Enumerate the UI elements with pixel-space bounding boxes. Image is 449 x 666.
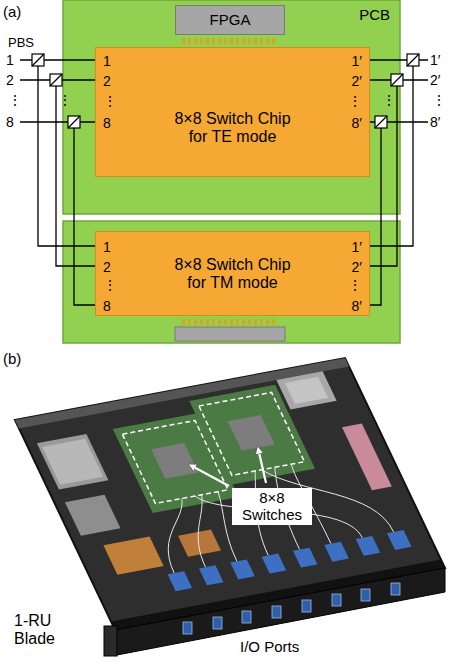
fpga-label: FPGA — [210, 11, 251, 28]
pcb-board-shape — [63, 221, 400, 343]
port-number: 8′ — [352, 298, 362, 314]
ellipsis: ⋮ — [432, 92, 446, 108]
callout-label: 1-RU Blade — [14, 612, 74, 649]
port-number: 2′ — [352, 73, 362, 89]
gold-pins — [182, 319, 275, 325]
rack-ear — [104, 626, 117, 656]
port-number: 1′ — [430, 52, 440, 68]
pcb-board-shape — [63, 0, 400, 214]
port-number: 1′ — [352, 239, 362, 255]
port-number: ⋮ — [103, 93, 117, 109]
chip-title: 8×8 Switch Chip for TM mode — [164, 256, 301, 293]
switch-chip: 8×8 Switch Chip for TE mode 1 2 ⋮ 8 1′ 2′ ⋮ 8′ — [95, 47, 370, 177]
front-panel — [115, 568, 445, 655]
port-number: 8′ — [352, 115, 362, 131]
panel-label: (b) — [3, 350, 21, 367]
callout-label: I/O Ports — [240, 638, 299, 655]
port-number: 8 — [6, 114, 14, 130]
leader-arrows — [190, 448, 266, 486]
port-number: 2′ — [430, 72, 440, 88]
ellipsis: ⋮ — [8, 92, 22, 108]
port-number: 8 — [103, 298, 111, 314]
port-number: 1 — [6, 52, 14, 68]
port-number: 8 — [103, 115, 111, 131]
port-number: 2 — [103, 73, 111, 89]
callout-label: 8×8 Switches — [232, 488, 312, 525]
port-number: 8′ — [430, 114, 440, 130]
controller-box — [175, 327, 285, 341]
gold-pins — [182, 38, 275, 44]
port-number: 2′ — [352, 259, 362, 275]
chip-title: 8×8 Switch Chip for TE mode — [164, 110, 301, 147]
fpga-box: FPGA — [175, 5, 285, 35]
panel-label: (a) — [3, 3, 21, 20]
ellipsis: ⋮ — [58, 92, 72, 108]
port-number: ⋮ — [103, 277, 117, 293]
port-number: 1 — [103, 53, 111, 69]
switch-chip: 8×8 Switch Chip for TM mode 1 2 ⋮ 8 1′ 2′ ⋮ 8′ — [95, 231, 370, 316]
ellipsis: ⋮ — [382, 92, 396, 108]
port-number: ⋮ — [348, 277, 362, 293]
io-port-connectors — [183, 583, 400, 634]
component-label: PBS — [8, 36, 34, 51]
port-number: 2 — [6, 72, 14, 88]
port-number: ⋮ — [348, 93, 362, 109]
pcb-board: PCB FPGA 8×8 Switch Chip for TE mode 1 2 ⋮ 8 1′… — [63, 0, 400, 214]
port-number: 2 — [103, 259, 111, 275]
board-label: PCB — [359, 6, 390, 23]
port-number: 1 — [103, 239, 111, 255]
port-number: 1′ — [352, 53, 362, 69]
